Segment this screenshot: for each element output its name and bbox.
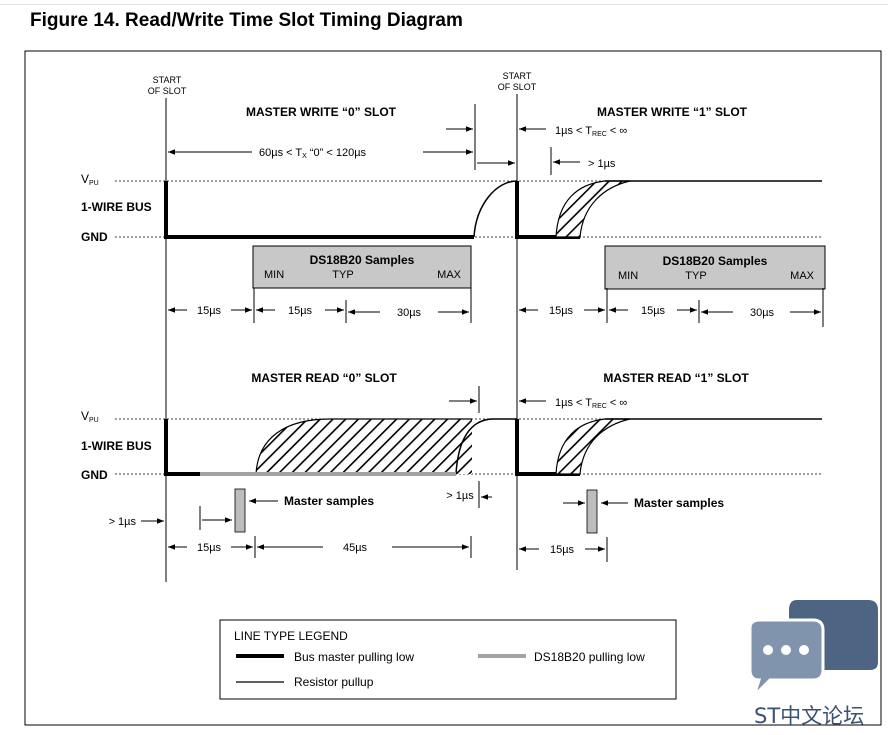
svg-text:DS18B20 Samples: DS18B20 Samples	[310, 253, 415, 267]
chat-bubble-logo-icon	[750, 600, 878, 698]
vpu-label-write: VPU	[81, 172, 99, 187]
read0-master-sample-marker	[234, 488, 246, 533]
svg-text:15µs: 15µs	[641, 305, 666, 317]
start-slot-label-1a: START	[153, 75, 182, 85]
svg-text:TYP: TYP	[332, 269, 353, 281]
samples-box-write0	[252, 245, 472, 289]
legend-pullup-label: Resistor pullup	[294, 675, 374, 689]
svg-text:30µs: 30µs	[750, 307, 775, 319]
read0-title: MASTER READ “0” SLOT	[251, 371, 397, 385]
gnd-label-write: GND	[81, 230, 108, 244]
write0-tx-label: 60µs < TX “0” < 120µs	[259, 147, 367, 160]
bus-label-read: 1-WIRE BUS	[81, 439, 152, 453]
watermark-text: ST中文论坛	[754, 704, 865, 728]
svg-text:MAX: MAX	[437, 269, 462, 281]
svg-text:MIN: MIN	[264, 269, 284, 281]
read0-pullup	[455, 418, 517, 475]
read0-master-samples-label: Master samples	[284, 494, 374, 508]
vpu-label-read: VPU	[81, 409, 99, 424]
bus-label-write: 1-WIRE BUS	[81, 200, 152, 214]
gnd-label-read: GND	[81, 468, 108, 482]
line-type-legend	[219, 619, 677, 700]
read1-master-samples-label: Master samples	[634, 496, 724, 510]
read1-hatch-region	[555, 418, 631, 475]
write0-pullup	[473, 180, 518, 238]
figure-title: Figure 14. Read/Write Time Slot Timing D…	[30, 10, 463, 31]
legend-ds18b20-label: DS18B20 pulling low	[534, 650, 645, 664]
start-slot-label-2b: OF SLOT	[498, 82, 537, 92]
read1-trec-label: 1µs < TREC < ∞	[555, 397, 627, 410]
write1-title: MASTER WRITE “1” SLOT	[597, 105, 748, 119]
read0-master-low	[164, 419, 200, 476]
start-slot-label-2a: START	[503, 71, 532, 81]
svg-text:> 1µs: > 1µs	[446, 490, 474, 502]
write0-master-low	[164, 181, 474, 239]
svg-text:DS18B20 Samples: DS18B20 Samples	[663, 254, 768, 268]
svg-text:MAX: MAX	[790, 270, 815, 282]
svg-text:15µs: 15µs	[197, 542, 222, 554]
legend-master-label: Bus master pulling low	[294, 650, 414, 664]
write1-hatch-region	[555, 180, 631, 238]
svg-text:> 1µs: > 1µs	[109, 516, 137, 528]
svg-text:TYP: TYP	[685, 270, 706, 282]
svg-text:30µs: 30µs	[397, 307, 422, 319]
diagram-frame	[24, 50, 882, 726]
start-slot-label-1b: OF SLOT	[148, 86, 187, 96]
svg-text:15µs: 15µs	[550, 544, 575, 556]
read1-title: MASTER READ “1” SLOT	[603, 371, 749, 385]
write0-title: MASTER WRITE “0” SLOT	[246, 105, 397, 119]
top-divider	[0, 0, 888, 5]
svg-text:45µs: 45µs	[343, 542, 368, 554]
samples-box-write1	[604, 245, 826, 290]
read1-master-sample-marker	[586, 489, 598, 534]
svg-text:15µs: 15µs	[197, 305, 222, 317]
svg-text:15µs: 15µs	[288, 305, 313, 317]
read0-hatch-region	[256, 419, 472, 474]
write1-trec-label: 1µs < TREC < ∞	[555, 125, 627, 138]
write1-gt1-label: > 1µs	[588, 158, 616, 170]
legend-title: LINE TYPE LEGEND	[234, 629, 348, 643]
svg-text:MIN: MIN	[618, 270, 638, 282]
svg-text:15µs: 15µs	[549, 305, 574, 317]
